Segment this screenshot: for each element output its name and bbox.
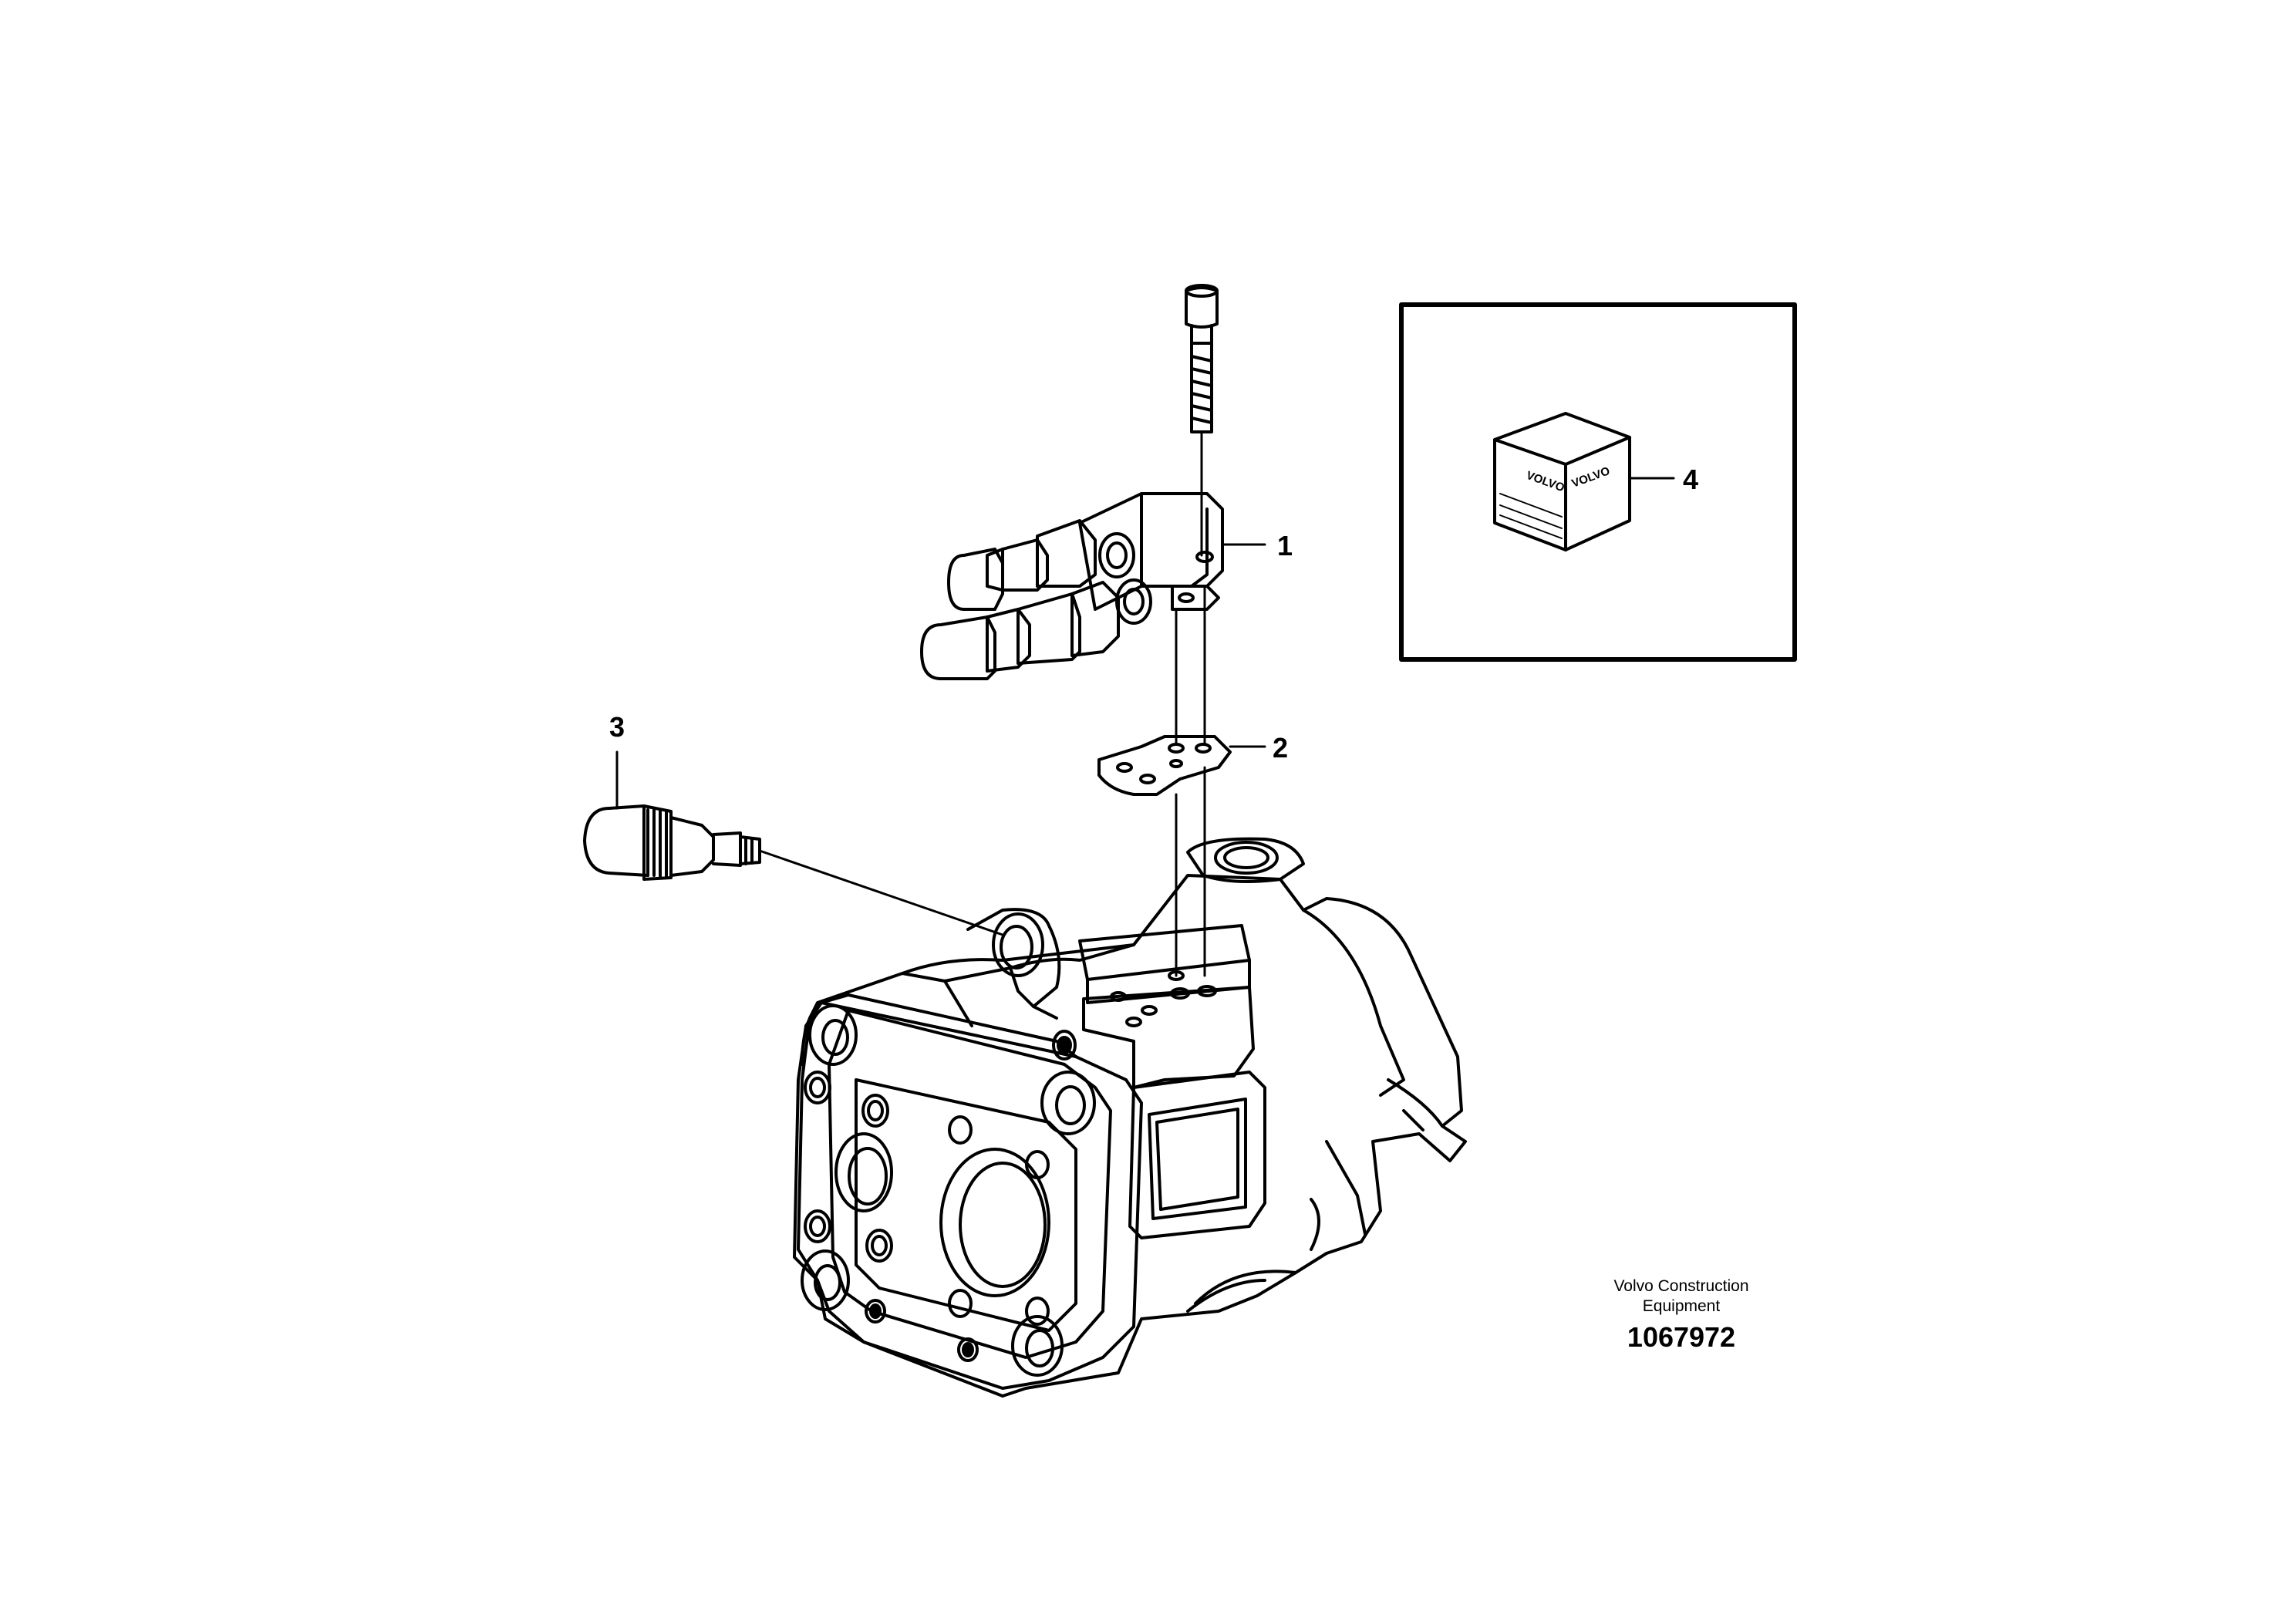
seal-kit-box-icon: VOLVO VOLVO <box>1399 302 1797 662</box>
callout-4: 4 <box>1683 464 1699 495</box>
cap-screw-icon <box>1185 284 1219 557</box>
callout-3: 3 <box>609 711 625 743</box>
callout-2: 2 <box>1273 732 1289 764</box>
drawing-number: 1067972 <box>1627 1321 1736 1353</box>
hydraulic-pump-icon <box>793 837 1467 1398</box>
leader-lines <box>615 477 1675 810</box>
callout-1: 1 <box>1277 530 1293 561</box>
gasket-plate-icon <box>1097 735 1232 977</box>
drawing-credit: Volvo Construction Equipment 1067972 <box>1589 1276 1774 1354</box>
svg-text:VOLVO: VOLVO <box>1525 469 1566 495</box>
valve-block-icon <box>920 492 1224 746</box>
credit-company: Volvo Construction <box>1613 1277 1749 1295</box>
credit-division: Equipment <box>1642 1297 1721 1315</box>
filter-plug-icon <box>583 804 1004 936</box>
svg-text:VOLVO: VOLVO <box>1570 464 1612 491</box>
